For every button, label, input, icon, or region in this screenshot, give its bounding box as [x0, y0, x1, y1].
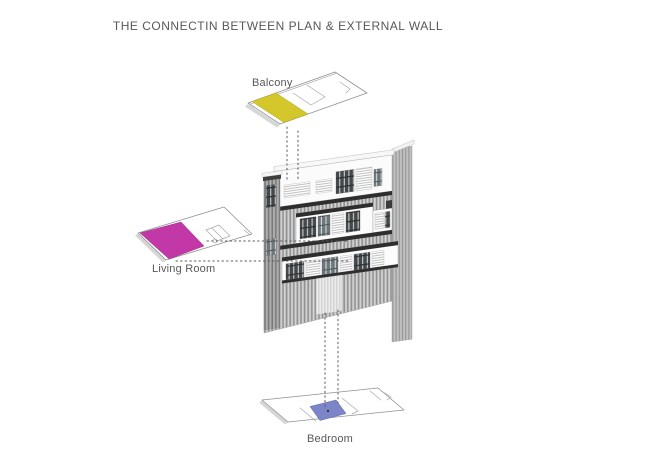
living-room-highlight [139, 221, 205, 260]
balcony-label: Balcony [252, 77, 293, 89]
living-room-label: Living Room [152, 263, 215, 275]
bedroom-plan-interior-walls [299, 390, 392, 422]
bedroom-label: Bedroom [307, 433, 353, 445]
living-room-plan-shadow [135, 233, 166, 263]
balcony-plan-interior-walls [249, 72, 351, 106]
building-floor-slab-top [274, 191, 392, 212]
building-left-balcony-column [261, 170, 283, 331]
diagram-title: THE CONNECTIN BETWEEN PLAN & EXTERNAL WA… [113, 19, 443, 33]
building-floor-slab-mid [280, 230, 392, 250]
building-axonometric [261, 139, 415, 343]
balcony-plan: Balcony [245, 71, 368, 128]
bedroom-plan: Bedroom [259, 387, 405, 445]
bedroom-plan-shadow [259, 400, 288, 425]
balcony-highlight [251, 92, 309, 123]
living-room-plan-interior-walls [205, 224, 251, 242]
living-room-plan: Living Room [135, 206, 253, 275]
building-lower-balcony-base [282, 264, 398, 284]
building-bay-cap [296, 202, 373, 218]
bedroom-point-marker [326, 409, 330, 413]
connector-lines [175, 126, 351, 409]
building-recessed-column [315, 274, 343, 315]
building-bay-windows [299, 210, 361, 240]
building-lower-balcony-windows [285, 249, 385, 281]
building-top-vent-panels [283, 166, 383, 199]
balcony-plan-shadow [245, 104, 280, 128]
building-lower-balcony-cap [282, 241, 398, 262]
building-mid-right-panel [372, 200, 393, 233]
